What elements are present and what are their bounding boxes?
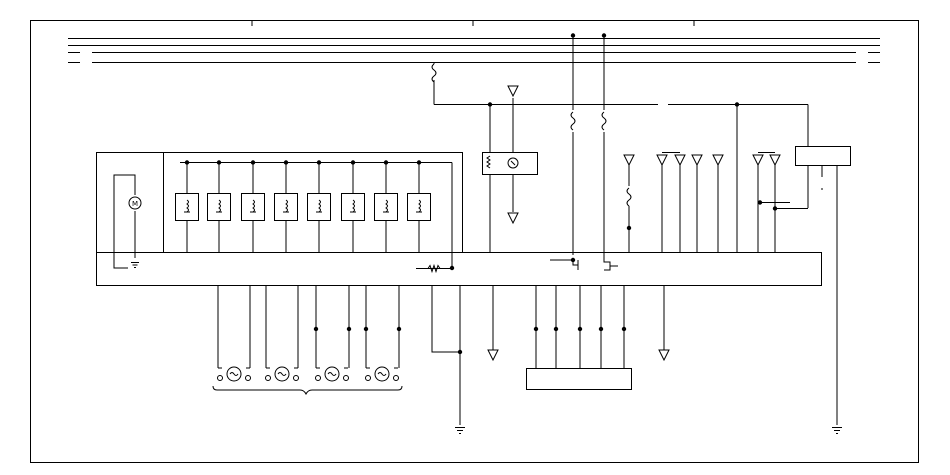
connector-triangle-icon <box>623 154 635 167</box>
solenoid-coil-icon <box>486 155 491 169</box>
solenoid-coil-icon <box>385 199 388 213</box>
fuse-icon <box>626 187 632 207</box>
connector-triangle-icon <box>656 154 668 167</box>
connector-triangle-icon <box>691 154 703 167</box>
relay <box>307 160 331 252</box>
relay <box>274 160 298 252</box>
sensor-icon <box>315 366 349 382</box>
connector-triangle-icon <box>507 212 519 225</box>
solenoid-coil-icon <box>218 199 221 213</box>
solenoid-coil-icon <box>352 199 355 213</box>
relay <box>374 160 398 252</box>
right-module <box>757 146 851 434</box>
connector-triangle-icon <box>712 154 724 167</box>
ground-icon <box>131 262 139 268</box>
sensor-row <box>217 366 399 382</box>
connector-triangle-icon <box>507 85 519 98</box>
bottom-connector-box <box>526 368 632 390</box>
right-connectors <box>507 85 781 252</box>
sensor-icon <box>217 366 251 382</box>
fuse-icon <box>570 111 576 131</box>
solenoid-coil-icon <box>285 199 288 213</box>
motor-icon: M <box>128 196 142 210</box>
solenoid-coil-icon <box>252 199 255 213</box>
sensor-icon <box>265 366 299 382</box>
ground-icon <box>832 427 842 434</box>
ground-icon <box>455 427 465 434</box>
power-feed-wires <box>433 33 809 255</box>
connector-triangle-icon <box>769 154 781 167</box>
relay <box>341 160 365 252</box>
connector-triangle-icon <box>658 349 670 362</box>
fuses <box>431 63 632 207</box>
sensor-group-brace <box>212 385 403 396</box>
lamp-box <box>482 152 538 175</box>
motor-circuit: M <box>113 174 142 269</box>
solenoid-coil-icon <box>186 199 189 213</box>
gauge-icon <box>507 157 519 169</box>
fuse-icon <box>431 63 437 83</box>
diagram-frame <box>30 20 919 463</box>
relay-row <box>175 160 431 252</box>
relay <box>175 160 199 252</box>
connector-triangle-icon <box>674 154 686 167</box>
main-control-unit <box>96 252 822 286</box>
relay <box>241 160 265 252</box>
sensor-icon <box>365 366 399 382</box>
top-bus-lines <box>68 20 880 63</box>
connector-triangle-icon <box>487 349 499 362</box>
bottom-wires <box>217 286 670 368</box>
solenoid-coil-icon <box>418 199 421 213</box>
bottom-ground <box>431 286 465 434</box>
solenoid-coil-icon <box>318 199 321 213</box>
relay <box>207 160 231 252</box>
relay <box>407 160 431 252</box>
fuse-icon <box>601 111 607 131</box>
left-module-box <box>96 152 463 271</box>
svg-text:M: M <box>132 200 138 208</box>
connector-triangle-icon <box>752 154 764 167</box>
